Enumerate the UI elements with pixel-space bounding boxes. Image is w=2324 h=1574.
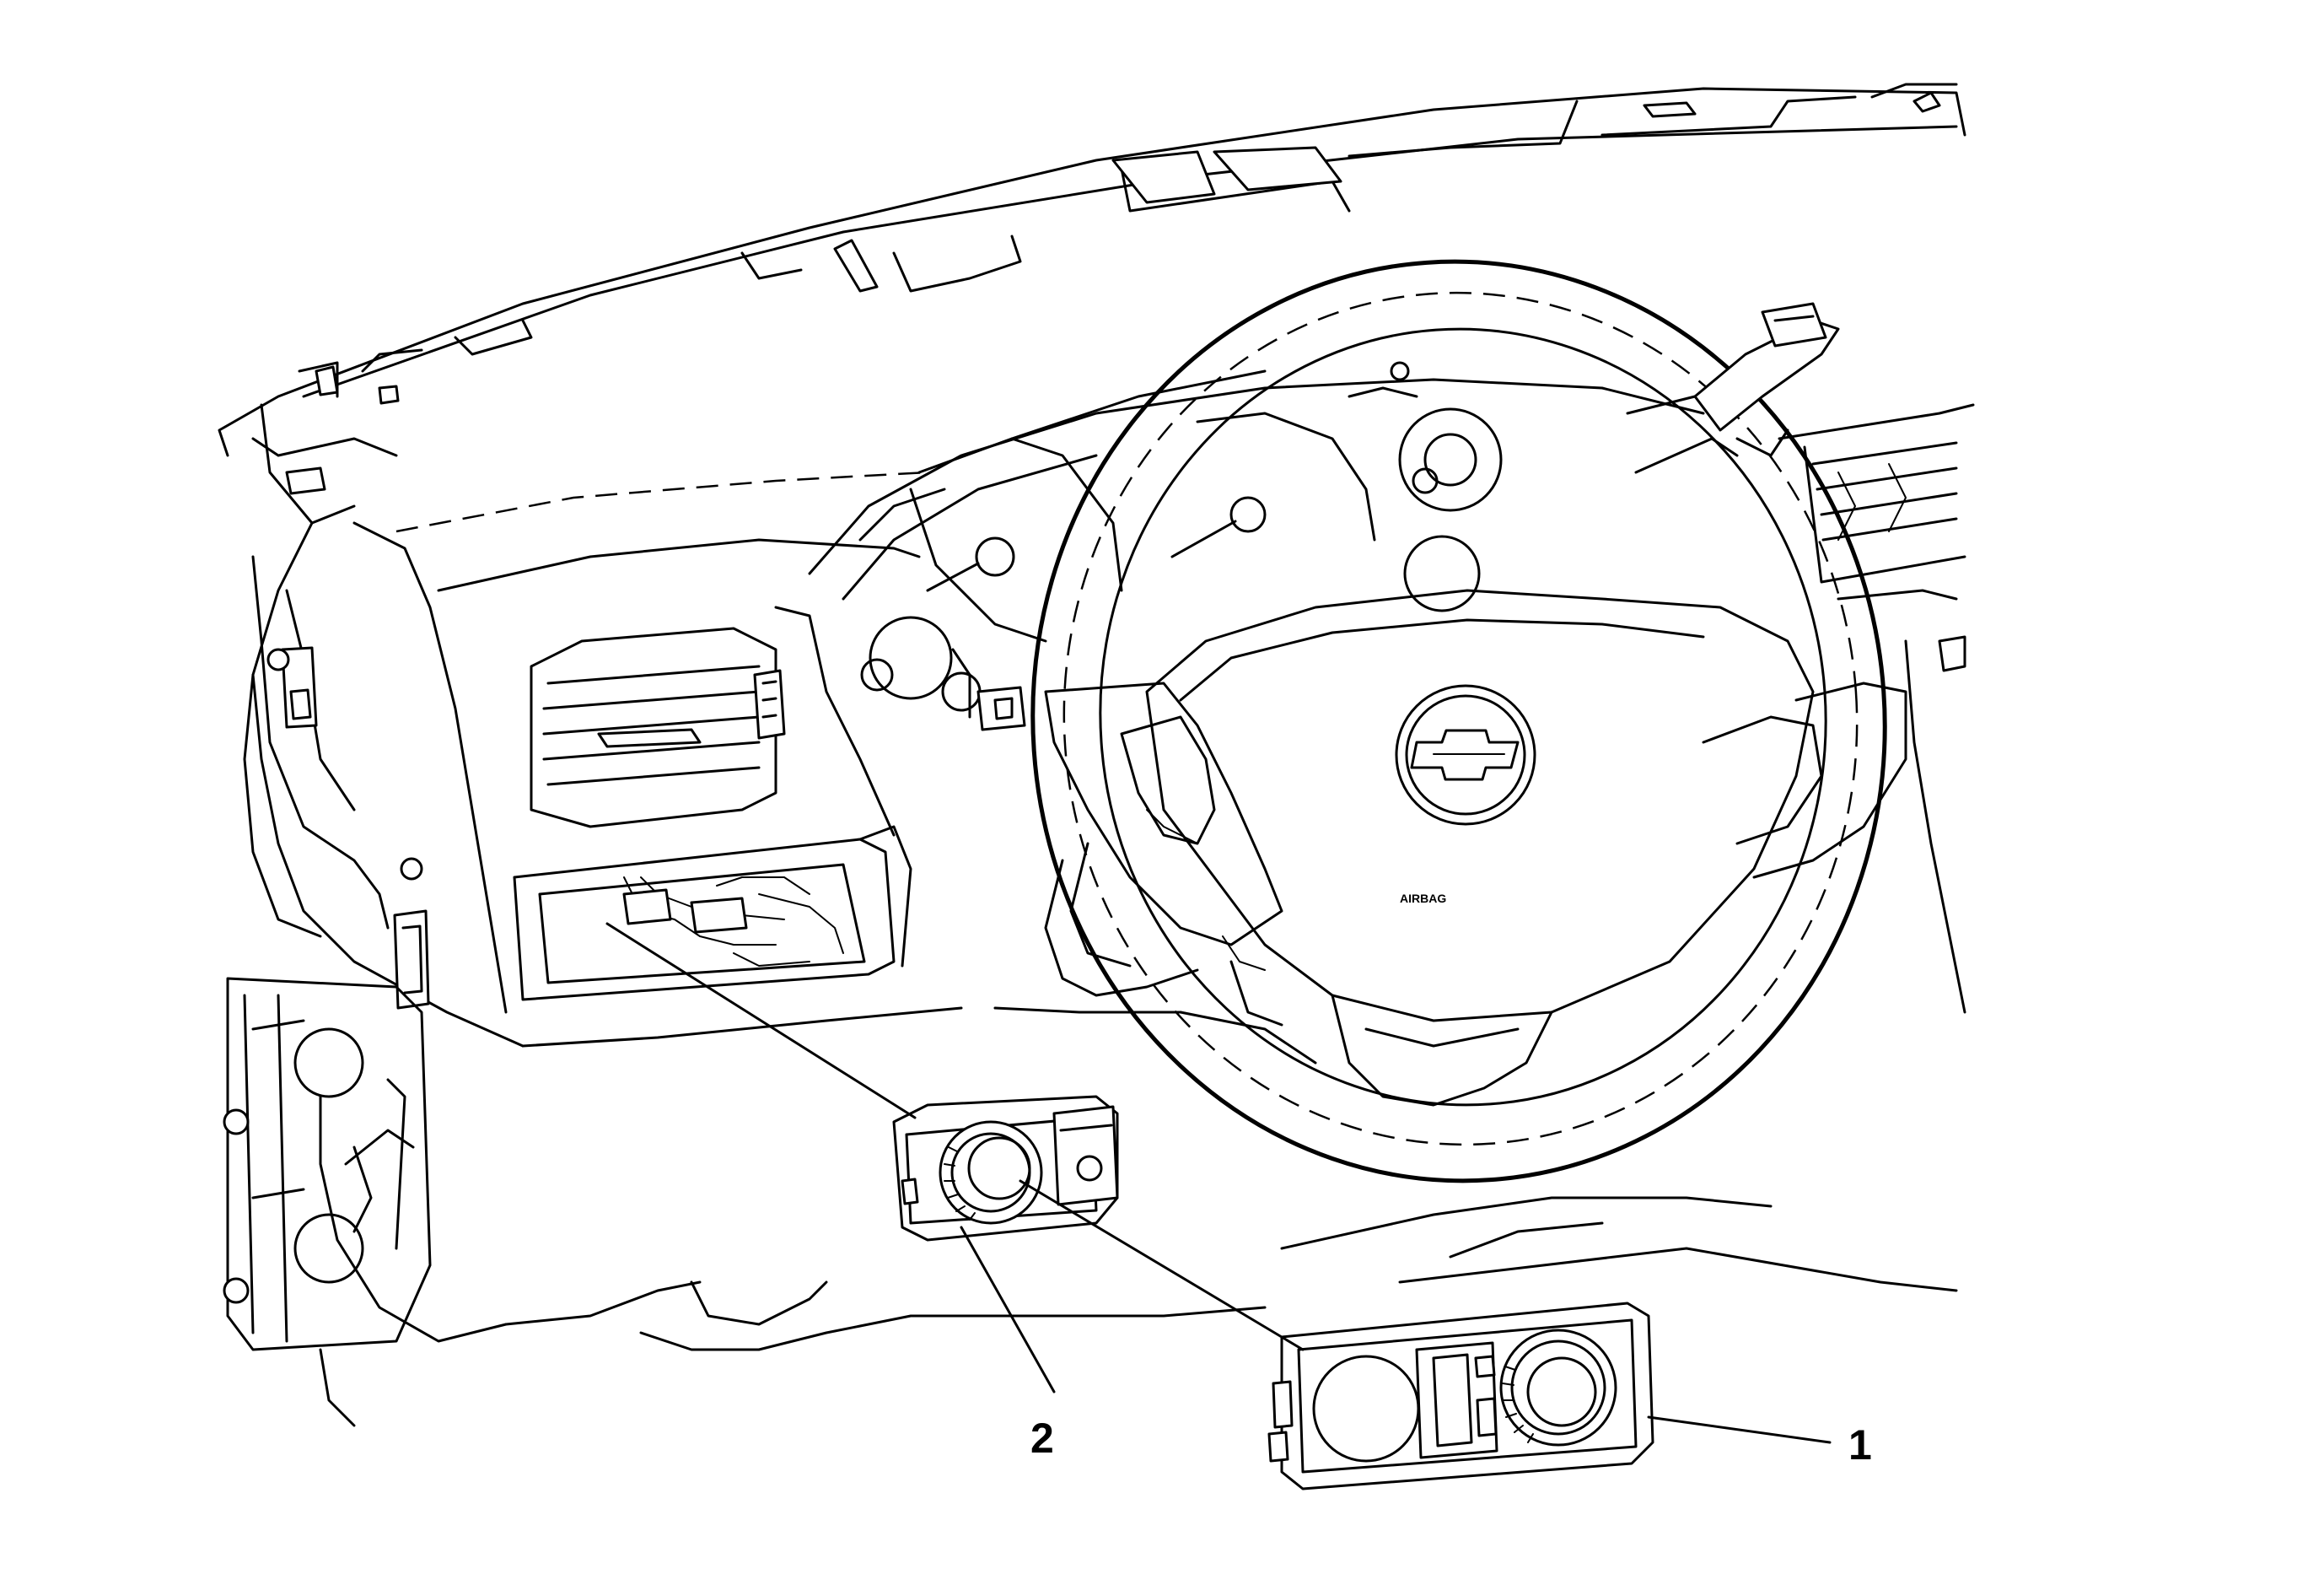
- dash-main-body: [243, 369, 1958, 1427]
- left-end-panel: [223, 555, 432, 1351]
- steering-wheel: AIRBAG: [1030, 259, 1907, 1183]
- instrument-cluster: [808, 361, 1705, 731]
- callout-1-label: 1: [1848, 1421, 1872, 1469]
- leader-knob-to-part-1: [1019, 1179, 1305, 1351]
- dash-upper-frame: [218, 83, 1966, 525]
- leader-lines: [605, 922, 1832, 1444]
- leader-part-1-to-callout: [1647, 1415, 1832, 1444]
- headlamp-switch-opening: [513, 825, 912, 1001]
- right-air-vent: [1778, 403, 1975, 1014]
- turn-signal-stalk: [1626, 302, 1840, 474]
- left-air-vent: [530, 606, 896, 837]
- part-1-headlamp-switch-assembly: [1267, 1302, 1654, 1490]
- leader-opening-to-part-2: [605, 922, 917, 1119]
- airbag-marking: AIRBAG: [1400, 892, 1446, 905]
- leader-part-2-to-callout: [960, 1226, 1056, 1393]
- callout-2-label: 2: [1030, 1415, 1054, 1462]
